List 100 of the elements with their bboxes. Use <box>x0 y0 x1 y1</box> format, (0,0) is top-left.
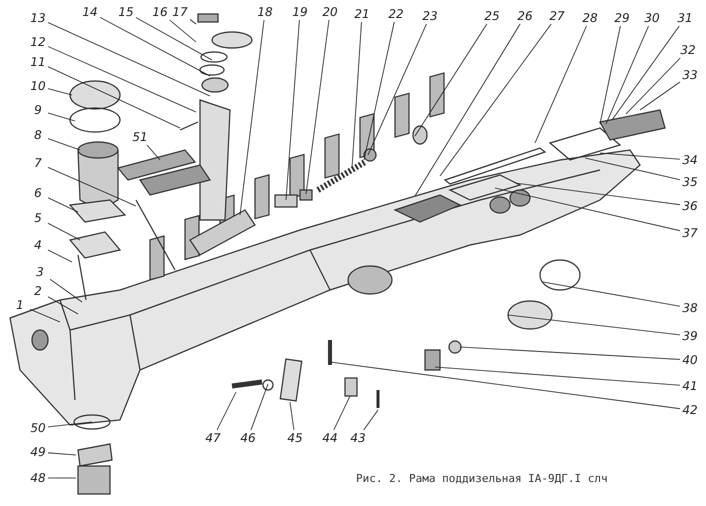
callout-number: 38 <box>681 301 699 315</box>
callout-number: 50 <box>29 421 47 435</box>
callout-number: 9 <box>29 103 47 117</box>
callout-number: 21 <box>353 7 371 21</box>
callout-number: 5 <box>29 211 47 225</box>
callout-number: 26 <box>516 9 534 23</box>
leader-line <box>136 17 212 60</box>
leader-line <box>48 88 72 96</box>
callout-number: 30 <box>643 11 661 25</box>
leader-line <box>600 26 621 124</box>
callout-number: 51 <box>131 130 149 144</box>
leader-line <box>48 46 196 112</box>
callout-number: 46 <box>239 431 257 445</box>
leader-line <box>460 346 680 360</box>
leader-line <box>494 188 680 232</box>
leader-line <box>48 138 80 150</box>
callout-number: 44 <box>321 431 339 445</box>
callout-number: 2 <box>29 284 47 298</box>
callout-number: 13 <box>29 11 47 25</box>
leader-line <box>330 362 680 410</box>
callout-number: 31 <box>676 11 694 25</box>
leader-line <box>48 112 76 122</box>
leader-line <box>542 282 680 307</box>
leader-line <box>333 396 350 430</box>
callout-number: 39 <box>681 329 699 343</box>
leader-line <box>414 24 520 196</box>
leader-line <box>48 197 78 212</box>
leader-line <box>286 20 300 200</box>
callout-number: 29 <box>613 11 631 25</box>
leader-line <box>190 19 196 24</box>
callout-number: 33 <box>681 68 699 82</box>
leader-line <box>48 296 78 314</box>
leader-line <box>584 158 680 180</box>
callout-number: 23 <box>421 9 439 23</box>
callout-number: 11 <box>29 55 47 69</box>
leader-line <box>216 392 236 430</box>
callout-number: 14 <box>81 5 99 19</box>
callout-number: 8 <box>29 128 47 142</box>
callout-number: 7 <box>29 156 47 170</box>
callout-number: 17 <box>171 5 189 19</box>
leader-line <box>146 144 160 160</box>
caption: Рис. 2. Рама поддизельная IA-9ДГ.I слч <box>356 472 608 485</box>
callout-number: 45 <box>286 431 304 445</box>
leader-line <box>48 422 92 428</box>
leader-line <box>440 24 552 176</box>
callout-number: 42 <box>681 403 699 417</box>
callout-number: 16 <box>151 5 169 19</box>
callout-number: 37 <box>681 226 699 240</box>
leader-line <box>606 26 649 124</box>
callout-number: 12 <box>29 35 47 49</box>
callout-number: 47 <box>204 431 222 445</box>
leader-line <box>306 20 330 194</box>
leader-line <box>240 20 264 216</box>
callout-number: 18 <box>256 5 274 19</box>
leader-line <box>600 152 680 160</box>
leader-line <box>363 410 378 430</box>
callout-number: 15 <box>117 5 135 19</box>
leader-line <box>100 16 210 76</box>
leader-line <box>48 66 180 128</box>
callout-number: 32 <box>679 43 697 57</box>
callout-number: 36 <box>681 199 699 213</box>
leader-line <box>48 250 72 262</box>
callout-number: 40 <box>681 353 699 367</box>
callout-number: 28 <box>581 11 599 25</box>
leader-line <box>434 366 680 386</box>
leader-line <box>514 182 680 206</box>
leader-line <box>508 314 680 336</box>
callout-number: 48 <box>29 471 47 485</box>
leader-line <box>250 384 268 430</box>
leader-line <box>48 22 210 96</box>
leader-line <box>48 452 76 456</box>
leader-line <box>169 20 196 42</box>
leader-line <box>368 24 427 156</box>
callout-number: 25 <box>483 9 501 23</box>
callout-number: 35 <box>681 175 699 189</box>
leader-line <box>626 58 681 114</box>
callout-number: 4 <box>29 238 47 252</box>
leader-line <box>30 308 60 322</box>
callout-number: 20 <box>321 5 339 19</box>
callout-number: 22 <box>387 7 405 21</box>
callout-number: 49 <box>29 445 47 459</box>
leader-line <box>352 22 362 168</box>
callout-number: 43 <box>349 431 367 445</box>
leader-line <box>640 82 680 110</box>
leader-line <box>48 222 80 240</box>
callout-number: 3 <box>31 265 49 279</box>
leader-line <box>290 402 294 430</box>
leader-line <box>48 166 136 206</box>
leader-line <box>414 24 488 136</box>
callout-number: 41 <box>681 379 699 393</box>
callout-number: 1 <box>11 298 29 312</box>
callout-number: 10 <box>29 79 47 93</box>
leader-line <box>50 278 82 302</box>
leader-line <box>534 26 587 144</box>
callout-number: 27 <box>548 9 566 23</box>
leader-line <box>364 22 395 160</box>
callout-number: 19 <box>291 5 309 19</box>
leader-line <box>612 26 680 120</box>
callout-number: 6 <box>29 186 47 200</box>
callout-number: 34 <box>681 153 699 167</box>
